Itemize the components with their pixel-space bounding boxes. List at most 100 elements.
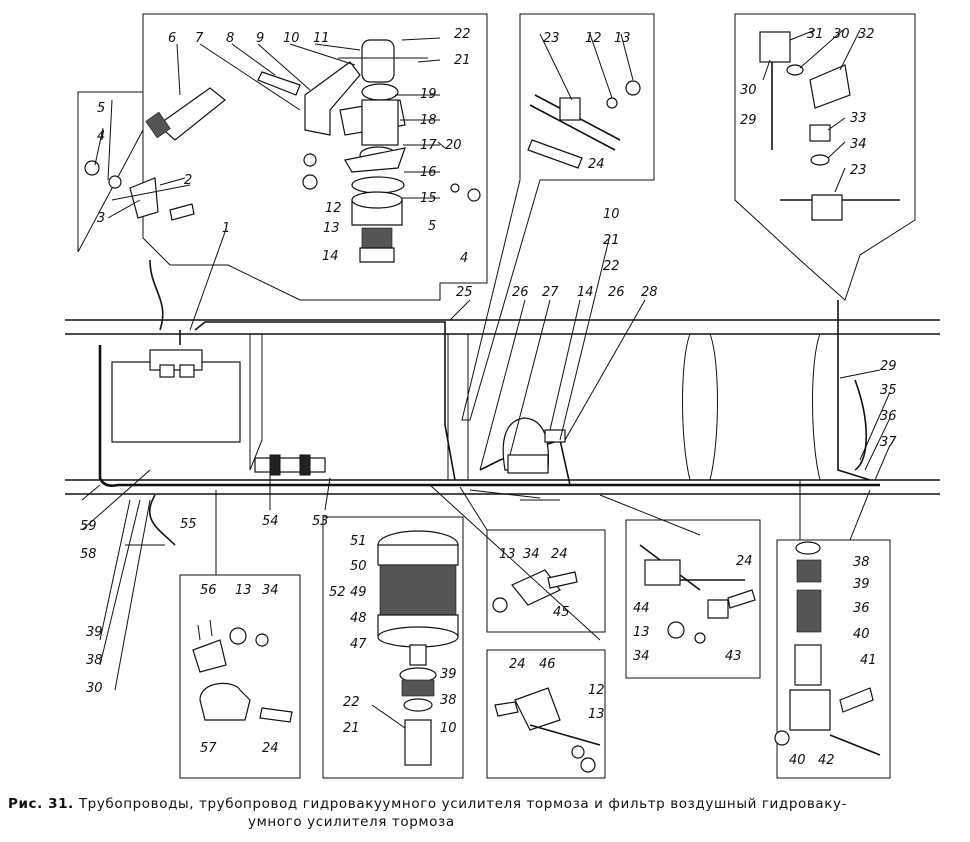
callout-58: 58 — [80, 547, 97, 562]
callout-47: 47 — [350, 637, 367, 652]
callout-4-left: 4 — [97, 129, 105, 144]
callout-38-left: 38 — [86, 653, 103, 668]
callout-26b: 26 — [608, 285, 625, 300]
part-8-bolt — [257, 71, 301, 96]
callout-18: 18 — [420, 113, 437, 128]
callout-15: 15 — [420, 191, 437, 206]
detail-box-tee-right — [776, 539, 891, 779]
callout-38-filter: 38 — [440, 693, 457, 708]
callout-41: 41 — [860, 653, 877, 668]
callout-10-top: 10 — [283, 31, 300, 46]
callout-32: 32 — [858, 27, 875, 42]
callout-34-clamp45: 34 — [523, 547, 540, 562]
detail-box-clip — [461, 13, 655, 421]
part-13-nut-lower — [229, 627, 247, 645]
detail-box-clamp-46 — [486, 649, 606, 779]
callout-56: 56 — [200, 583, 217, 598]
callout-21-top: 21 — [454, 53, 471, 68]
part-30-fitting — [759, 31, 900, 221]
callout-53: 53 — [312, 514, 329, 529]
part-34-washer-lower — [255, 633, 269, 647]
callout-34-tee: 34 — [633, 649, 650, 664]
caption-figure-number: Рис. 31. — [8, 796, 74, 812]
callout-27: 27 — [542, 285, 559, 300]
callout-2: 2 — [184, 173, 192, 188]
part-46-clamp — [494, 687, 601, 773]
callout-3: 3 — [97, 211, 105, 226]
callout-44: 44 — [633, 601, 650, 616]
part-19-valve-body — [339, 83, 406, 164]
callout-24-clamp45: 24 — [551, 547, 568, 562]
callout-6: 6 — [168, 31, 176, 46]
part-4-nut — [467, 188, 481, 202]
part-48-filter — [371, 530, 459, 766]
callout-55: 55 — [180, 517, 197, 532]
callout-14-mid: 14 — [577, 285, 594, 300]
callout-13-sensor: 13 — [235, 583, 252, 598]
callout-57: 57 — [200, 741, 217, 756]
callout-labels: 6 7 8 9 10 11 22 21 19 18 17 20 16 15 5 … — [80, 27, 897, 768]
callout-5-top: 5 — [428, 219, 436, 234]
callout-43: 43 — [725, 649, 742, 664]
part-12-washer — [303, 153, 317, 167]
detail-box-tee — [625, 519, 761, 679]
callout-23-top: 23 — [543, 31, 560, 46]
callout-24-tee: 24 — [736, 554, 753, 569]
part-40-tee — [774, 541, 881, 756]
part-14-fitting — [359, 227, 395, 263]
part-45-clamp — [492, 569, 578, 613]
callout-20: 20 — [445, 138, 462, 153]
callout-36-right: 36 — [880, 409, 897, 424]
part-24-bolt-lower — [259, 707, 293, 723]
callout-24-clamp46: 24 — [509, 657, 526, 672]
brake-booster — [502, 417, 566, 474]
caption-line-2: умного усилителя тормоза — [248, 814, 455, 830]
callout-30-bottom: 30 — [86, 681, 103, 696]
detail-box-sensor — [179, 574, 301, 779]
callout-12-mid: 12 — [585, 31, 602, 46]
callout-21-mid: 21 — [603, 233, 620, 248]
caption-line-1: Трубопроводы, трубопровод гидровакуумног… — [78, 796, 848, 812]
callout-24-sensor: 24 — [262, 741, 279, 756]
part-16-gasket — [351, 176, 405, 194]
part-6-switch — [145, 87, 226, 141]
callout-29-right: 29 — [880, 359, 897, 374]
callout-39-left: 39 — [86, 625, 103, 640]
callout-54: 54 — [262, 514, 279, 529]
callout-13-tee: 13 — [633, 625, 650, 640]
callout-39-right: 39 — [853, 577, 870, 592]
callout-8: 8 — [226, 31, 234, 46]
callout-34-sensor: 34 — [262, 583, 279, 598]
callout-37: 37 — [880, 435, 897, 450]
callout-30-left: 30 — [740, 83, 757, 98]
callout-12-clamp46: 12 — [588, 683, 605, 698]
callout-11: 11 — [313, 31, 330, 46]
callout-5-left: 5 — [97, 101, 105, 116]
callout-38-right: 38 — [853, 555, 870, 570]
callout-40-top: 40 — [853, 627, 870, 642]
callout-21-filter: 21 — [343, 721, 360, 736]
callout-48: 48 — [350, 611, 367, 626]
callout-7: 7 — [195, 31, 204, 46]
callout-17: 17 — [420, 138, 437, 153]
callout-40-bottom: 40 — [789, 753, 806, 768]
callout-45: 45 — [553, 605, 570, 620]
callout-box-frames — [77, 13, 916, 779]
pipelines-diagram: 6 7 8 9 10 11 22 21 19 18 17 20 16 15 5 … — [65, 13, 940, 779]
callout-31: 31 — [807, 27, 824, 42]
callout-35: 35 — [880, 383, 897, 398]
callout-1: 1 — [222, 221, 230, 236]
callout-16: 16 — [420, 165, 437, 180]
callout-4-top: 4 — [460, 251, 468, 266]
callout-12-top: 12 — [325, 201, 342, 216]
callout-22-filter: 22 — [343, 695, 360, 710]
detail-box-filter — [322, 516, 464, 779]
callout-24-mid: 24 — [588, 157, 605, 172]
callout-30-top: 30 — [833, 27, 850, 42]
callout-25: 25 — [456, 285, 473, 300]
callout-51: 51 — [350, 534, 367, 549]
battery — [111, 349, 241, 443]
part-56-sensor — [192, 619, 227, 673]
part-3-bracket — [84, 160, 195, 221]
callout-13-top: 13 — [323, 221, 340, 236]
